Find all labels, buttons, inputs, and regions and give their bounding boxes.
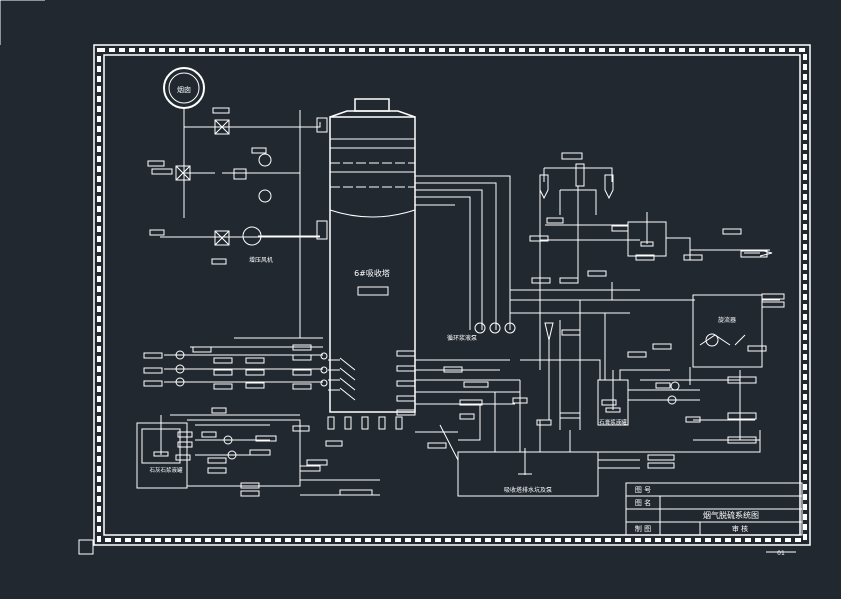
frame-border-pattern bbox=[97, 48, 807, 542]
hydrocyclone-label: 旋流器 bbox=[718, 316, 736, 324]
fan-icon bbox=[258, 153, 272, 167]
pump-icon bbox=[227, 450, 237, 460]
tower-bottom-nozzles bbox=[327, 416, 403, 430]
agitator-icon bbox=[705, 333, 719, 347]
absorber-tower bbox=[329, 98, 416, 413]
title-row1-label: 图 号 bbox=[635, 486, 651, 494]
tower-label: 6#吸收塔 bbox=[354, 268, 390, 278]
pump-icon bbox=[667, 395, 677, 405]
pump-icon bbox=[504, 322, 516, 334]
instrument-tags bbox=[143, 107, 785, 497]
heater-icon bbox=[233, 168, 247, 180]
drawing-title: 烟气脱硫系统图 bbox=[703, 510, 759, 520]
drain-pit bbox=[300, 420, 640, 497]
pump-icon bbox=[489, 322, 501, 334]
title-row3-value: 审 核 bbox=[732, 524, 748, 533]
gypsum-tank-area bbox=[544, 322, 740, 426]
flue-inlet-port bbox=[316, 117, 328, 133]
limestone-tank-area bbox=[136, 414, 301, 489]
pump-icon bbox=[474, 322, 486, 334]
title-row3-label: 制 图 bbox=[635, 524, 651, 533]
corner-mark bbox=[0, 0, 45, 45]
spray-header-lines bbox=[415, 175, 695, 370]
recirc-lines bbox=[164, 110, 356, 401]
page-number: 01 bbox=[777, 550, 785, 557]
title-row2-label: 图 名 bbox=[635, 498, 651, 507]
outer-frame bbox=[93, 44, 811, 546]
flue-inlet-port bbox=[316, 220, 328, 240]
cyclone-assembly bbox=[539, 163, 640, 280]
fan-icon bbox=[258, 189, 272, 203]
pump-group-label: 循环浆液泵 bbox=[447, 334, 477, 342]
damper-valve-icon bbox=[214, 230, 230, 246]
pump-icon bbox=[670, 381, 680, 391]
limestone-tank-label: 石灰石浆液罐 bbox=[149, 466, 183, 474]
inner-frame bbox=[103, 54, 801, 536]
title-block bbox=[625, 482, 803, 536]
booster-fan-label: 增压风机 bbox=[249, 256, 273, 264]
right-hydrocyclone-box bbox=[611, 282, 780, 441]
process-lines bbox=[415, 300, 761, 453]
mid-right-tank bbox=[627, 212, 773, 260]
ucs-icon bbox=[78, 539, 94, 555]
pump-icon bbox=[223, 435, 233, 445]
gypsum-tank-label: 石膏浆液罐 bbox=[599, 418, 627, 426]
stack-inner-ring bbox=[168, 72, 200, 104]
drain-pit-label: 吸收塔排水坑及泵 bbox=[504, 486, 552, 494]
stack-label: 烟囱 bbox=[177, 85, 191, 94]
